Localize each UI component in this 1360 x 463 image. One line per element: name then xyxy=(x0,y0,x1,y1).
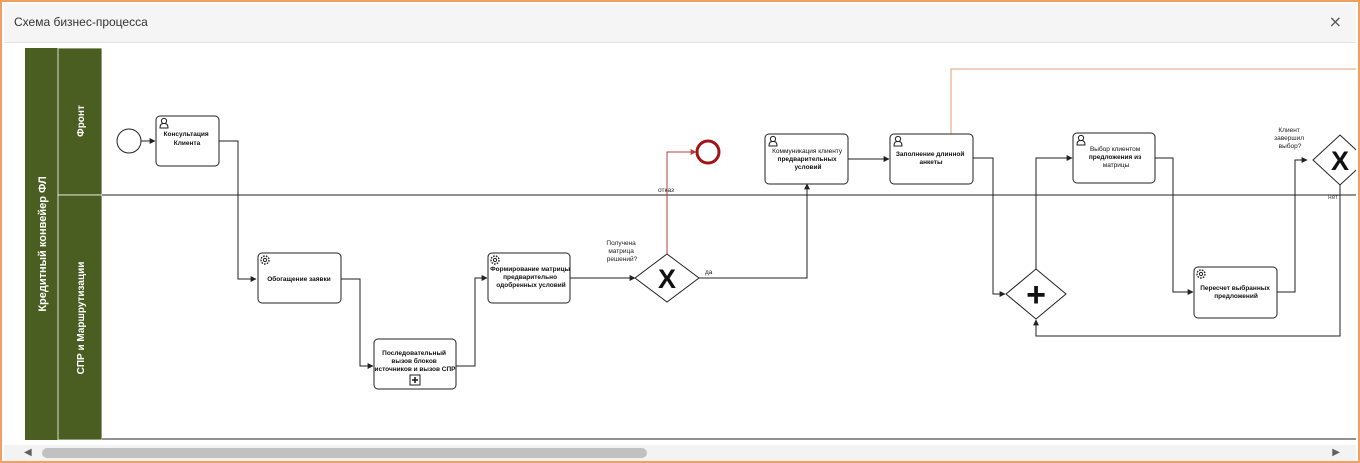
flow-return-longform xyxy=(950,68,1356,134)
task-sequential[interactable]: Последовательный вызов блоков источников… xyxy=(373,338,457,390)
task-choice-line-2: предложения из xyxy=(1089,154,1142,161)
task-recalc-line-2: предложений xyxy=(1214,292,1258,300)
gateway-question-line-3: решений? xyxy=(607,255,638,263)
flow-consult-enrich xyxy=(219,140,257,282)
task-consult-line-1: Консультация xyxy=(164,131,209,138)
subprocess-expand-icon[interactable] xyxy=(409,374,421,386)
gateway2-question-line-1: Клиент xyxy=(1278,127,1299,134)
task-consult-line-2: Клиента xyxy=(174,140,201,147)
task-choice-line-3: матрицы xyxy=(1103,162,1130,169)
flow-refusal-end xyxy=(666,149,697,254)
task-long-form[interactable]: Заполнение длинной анкеты xyxy=(889,133,974,185)
flow-sequential-matrix xyxy=(456,275,488,367)
svg-text:Заполнение длинной а: Заполнение длинной анкеты xyxy=(896,150,966,166)
svg-text:Последовательный выз: Последовательный вызов блоков источников… xyxy=(374,349,456,373)
flow-recalc-gateway2 xyxy=(1277,157,1308,293)
scroll-right-icon[interactable]: ▶ xyxy=(1332,447,1340,458)
task-matrix[interactable]: Формирование матрицы предварительно одоб… xyxy=(487,252,572,304)
task-enrich-line-1: Обогащение заявки xyxy=(267,275,331,283)
task-sequential-line-3: источников и вызов СПР xyxy=(374,366,456,373)
gateway-question-line-2: матрица xyxy=(608,248,634,255)
flow-gateway-communication xyxy=(699,183,810,279)
task-communication-line-3: условий xyxy=(794,163,821,171)
task-long-form-line-1: Заполнение длинной xyxy=(896,150,965,158)
task-sequential-line-1: Последовательный xyxy=(382,349,446,357)
svg-text:Коммуникация клиенту: Коммуникация клиенту предварительных усл… xyxy=(772,148,844,171)
flow-label-refusal: отказ xyxy=(658,187,674,194)
dialog-title: Схема бизнес-процесса xyxy=(14,15,148,29)
lane-label-front: Фронт xyxy=(76,105,87,137)
flow-parallel-choice xyxy=(1035,155,1073,269)
bpmn-diagram: Кредитный конвейер ФЛ Фронт СПР и Маршру… xyxy=(25,48,1356,440)
task-recalc[interactable]: Пересчет выбранных предложений xyxy=(1193,266,1278,319)
diagram-canvas[interactable]: Кредитный конвейер ФЛ Фронт СПР и Маршру… xyxy=(25,48,1356,440)
flow-label-yes: да xyxy=(705,269,713,276)
task-matrix-line-1: Формирование матрицы xyxy=(490,266,570,273)
scrollbar-thumb[interactable] xyxy=(42,448,647,458)
task-recalc-line-1: Пересчет выбранных xyxy=(1200,284,1270,292)
pool-header xyxy=(25,48,58,440)
svg-text:Пересчет выбранных п: Пересчет выбранных предложений xyxy=(1200,284,1272,300)
task-consult[interactable]: Консультация Клиента xyxy=(155,115,220,167)
task-communication[interactable]: Коммуникация клиенту предварительных усл… xyxy=(764,133,849,185)
task-sequential-line-2: вызов блоков xyxy=(391,357,436,365)
task-choice-line-1: Выбор клиентом xyxy=(1090,145,1141,153)
gateway-matrix-received[interactable]: X xyxy=(634,253,700,303)
gateway-exclusive-symbol: X xyxy=(658,264,676,294)
close-icon[interactable]: × xyxy=(1328,12,1342,31)
gateway-parallel[interactable]: + xyxy=(1005,268,1067,320)
svg-text:Получена матрица: Получена матрица решений? xyxy=(606,240,637,263)
task-choice[interactable]: Выбор клиентом предложения из матрицы xyxy=(1072,132,1156,184)
svg-text:Формирование матрицы: Формирование матрицы предварительно одоб… xyxy=(490,266,572,289)
lane-header-front xyxy=(57,48,103,196)
task-matrix-line-2: предварительно xyxy=(503,274,557,281)
svg-text:Консультация Клиента: Консультация Клиента xyxy=(164,131,211,147)
scroll-left-icon[interactable]: ◀ xyxy=(24,447,32,458)
gateway-client-done[interactable]: X xyxy=(1312,134,1356,186)
gateway2-question-line-2: завершил xyxy=(1274,135,1304,142)
flow-no-loop xyxy=(1033,185,1341,337)
flow-label-no: нет xyxy=(1328,194,1338,201)
flow-longform-parallel xyxy=(973,157,1006,297)
gateway-question-line-1: Получена xyxy=(606,240,636,247)
task-communication-line-1: Коммуникация клиенту xyxy=(772,148,843,155)
svg-text:Клиент завершил: Клиент завершил выбор? xyxy=(1274,127,1306,150)
flow-choice-recalc xyxy=(1155,157,1194,295)
task-matrix-line-3: одобренных условий xyxy=(496,281,565,289)
gateway2-question-line-3: выбор? xyxy=(1279,142,1302,150)
gateway-parallel-symbol: + xyxy=(1026,276,1046,314)
task-long-form-line-2: анкеты xyxy=(919,159,943,166)
dialog-titlebar: Схема бизнес-процесса × xyxy=(4,4,1356,43)
lane-header-spr xyxy=(57,194,103,440)
lane-label-spr: СПР и Маршрутизации xyxy=(76,262,87,375)
svg-text:Обогащение заявки: Обогащение заявки xyxy=(267,275,331,283)
svg-text:Выбор клиентом предл: Выбор клиентом предложения из матрицы xyxy=(1089,145,1143,169)
flow-enrich-sequential xyxy=(341,278,374,369)
end-event[interactable] xyxy=(695,139,721,165)
gateway-exclusive-symbol: X xyxy=(1331,146,1349,176)
horizontal-scrollbar[interactable]: ◀ ▶ xyxy=(4,445,1356,461)
start-event[interactable] xyxy=(116,128,142,154)
task-enrich[interactable]: Обогащение заявки xyxy=(257,252,342,304)
pool-label: Кредитный конвейер ФЛ xyxy=(37,176,49,311)
task-communication-line-2: предварительных xyxy=(778,156,838,163)
